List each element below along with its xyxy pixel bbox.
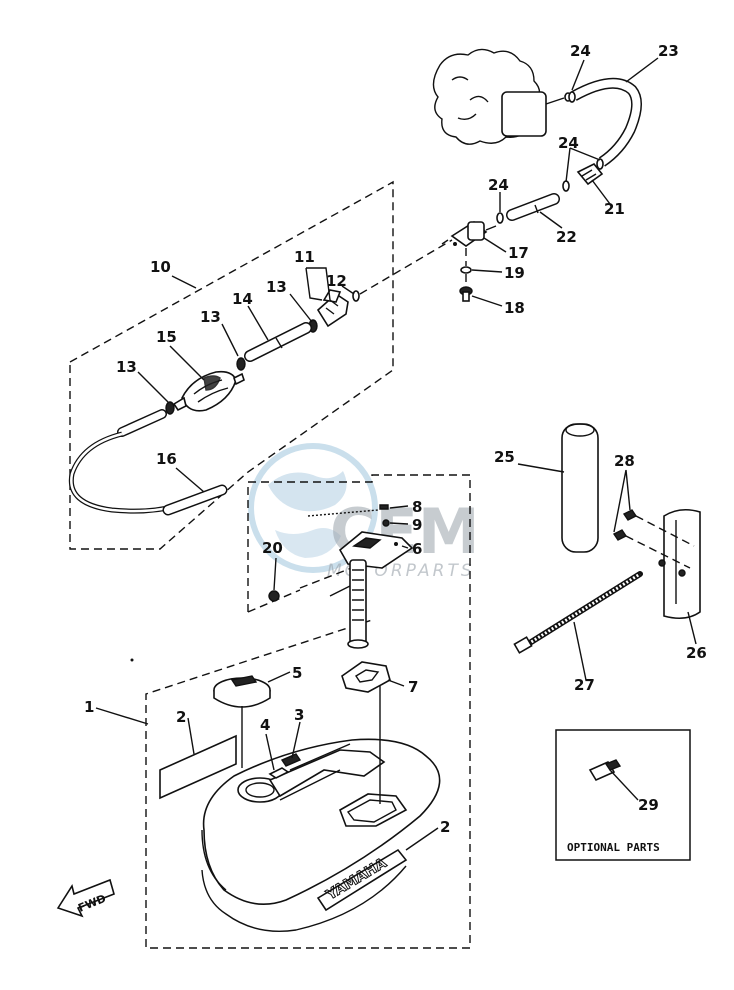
connector-17 bbox=[441, 221, 497, 247]
callout-2-left: 2 bbox=[176, 708, 186, 726]
callout-5: 5 bbox=[292, 664, 302, 682]
optional-parts-box: OPTIONAL PARTS bbox=[555, 729, 691, 861]
tank-fitting-boundary bbox=[145, 474, 471, 949]
callout-27: 27 bbox=[574, 676, 595, 694]
hose-14 bbox=[244, 322, 312, 362]
hose-22 bbox=[506, 193, 560, 221]
callout-9: 9 bbox=[412, 516, 422, 534]
callout-20: 20 bbox=[262, 539, 283, 557]
callout-13-right: 13 bbox=[266, 278, 287, 296]
callout-22: 22 bbox=[556, 228, 577, 246]
callout-26: 26 bbox=[686, 644, 707, 662]
callout-1: 1 bbox=[84, 698, 94, 716]
gauge-pipe bbox=[329, 559, 369, 649]
hose-16 bbox=[68, 431, 228, 516]
engine-outline bbox=[432, 48, 572, 145]
bolt-18 bbox=[459, 286, 473, 302]
connector-11 bbox=[316, 289, 349, 328]
callout-11: 11 bbox=[294, 248, 315, 266]
part-29 bbox=[588, 759, 622, 782]
callout-2-right: 2 bbox=[440, 818, 450, 836]
screw-28-a bbox=[622, 509, 695, 547]
screw-8 bbox=[307, 504, 389, 517]
callout-17: 17 bbox=[508, 244, 529, 262]
callout-29: 29 bbox=[638, 796, 659, 814]
callout-8: 8 bbox=[412, 498, 422, 516]
fuel-tank-1: YAMAHA bbox=[201, 738, 441, 932]
callout-24-top: 24 bbox=[570, 42, 591, 60]
callout-18: 18 bbox=[504, 299, 525, 317]
callout-28: 28 bbox=[614, 452, 635, 470]
washer-19 bbox=[460, 266, 472, 274]
callout-14: 14 bbox=[232, 290, 253, 308]
screw-28-b bbox=[612, 529, 691, 569]
gasket-7 bbox=[341, 661, 391, 693]
callout-23: 23 bbox=[658, 42, 679, 60]
band-27 bbox=[513, 571, 643, 654]
rubber-holder-25 bbox=[561, 423, 599, 553]
callout-21: 21 bbox=[604, 200, 625, 218]
hose-short bbox=[117, 409, 167, 437]
o-ring-12 bbox=[352, 290, 360, 302]
hose-assembly-boundary bbox=[69, 180, 394, 550]
primer-bulb-15 bbox=[172, 370, 245, 412]
callout-10: 10 bbox=[150, 258, 171, 276]
callout-7: 7 bbox=[408, 678, 418, 696]
callout-25: 25 bbox=[494, 448, 515, 466]
clip-24-top bbox=[568, 91, 576, 103]
callout-3: 3 bbox=[294, 706, 304, 724]
callout-15: 15 bbox=[156, 328, 177, 346]
callout-4: 4 bbox=[260, 716, 270, 734]
callout-13-left: 13 bbox=[116, 358, 137, 376]
clip-13-left bbox=[165, 401, 175, 415]
callout-16: 16 bbox=[156, 450, 177, 468]
fwd-arrow: FWD bbox=[56, 878, 115, 918]
callout-13-mid: 13 bbox=[200, 308, 221, 326]
callout-19: 19 bbox=[504, 264, 525, 282]
callout-24-low: 24 bbox=[488, 176, 509, 194]
callout-6: 6 bbox=[412, 540, 422, 558]
gauge-plate-6 bbox=[338, 531, 414, 569]
optional-parts-label: OPTIONAL PARTS bbox=[567, 841, 660, 854]
cap-5 bbox=[213, 675, 271, 708]
clip-24-low bbox=[496, 212, 504, 224]
bracket-26 bbox=[658, 508, 701, 620]
hose-23 bbox=[571, 77, 642, 167]
callout-12: 12 bbox=[326, 272, 347, 290]
fitting-20 bbox=[268, 590, 280, 602]
joint-21 bbox=[562, 162, 604, 192]
callout-24-mid: 24 bbox=[558, 134, 579, 152]
decal-2-left bbox=[159, 734, 237, 800]
clip-24-mid bbox=[596, 158, 604, 170]
washer-9 bbox=[382, 519, 390, 527]
callout-labels: 24 23 24 24 21 22 17 19 18 11 12 10 13 1… bbox=[84, 42, 707, 836]
clip-13-mid bbox=[236, 357, 246, 371]
leader-lines bbox=[95, 57, 697, 851]
